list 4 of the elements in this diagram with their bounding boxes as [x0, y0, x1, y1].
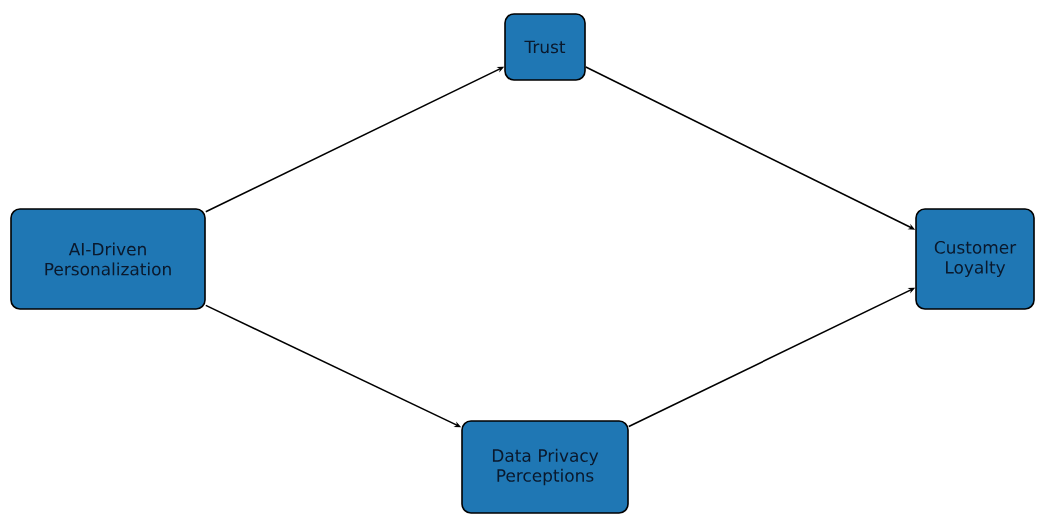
- process-box: AI-Driven Personalization: [10, 208, 206, 310]
- process-box: Data Privacy Perceptions: [461, 420, 629, 514]
- process-box: Customer Loyalty: [915, 208, 1035, 310]
- process-box: Trust: [504, 13, 586, 81]
